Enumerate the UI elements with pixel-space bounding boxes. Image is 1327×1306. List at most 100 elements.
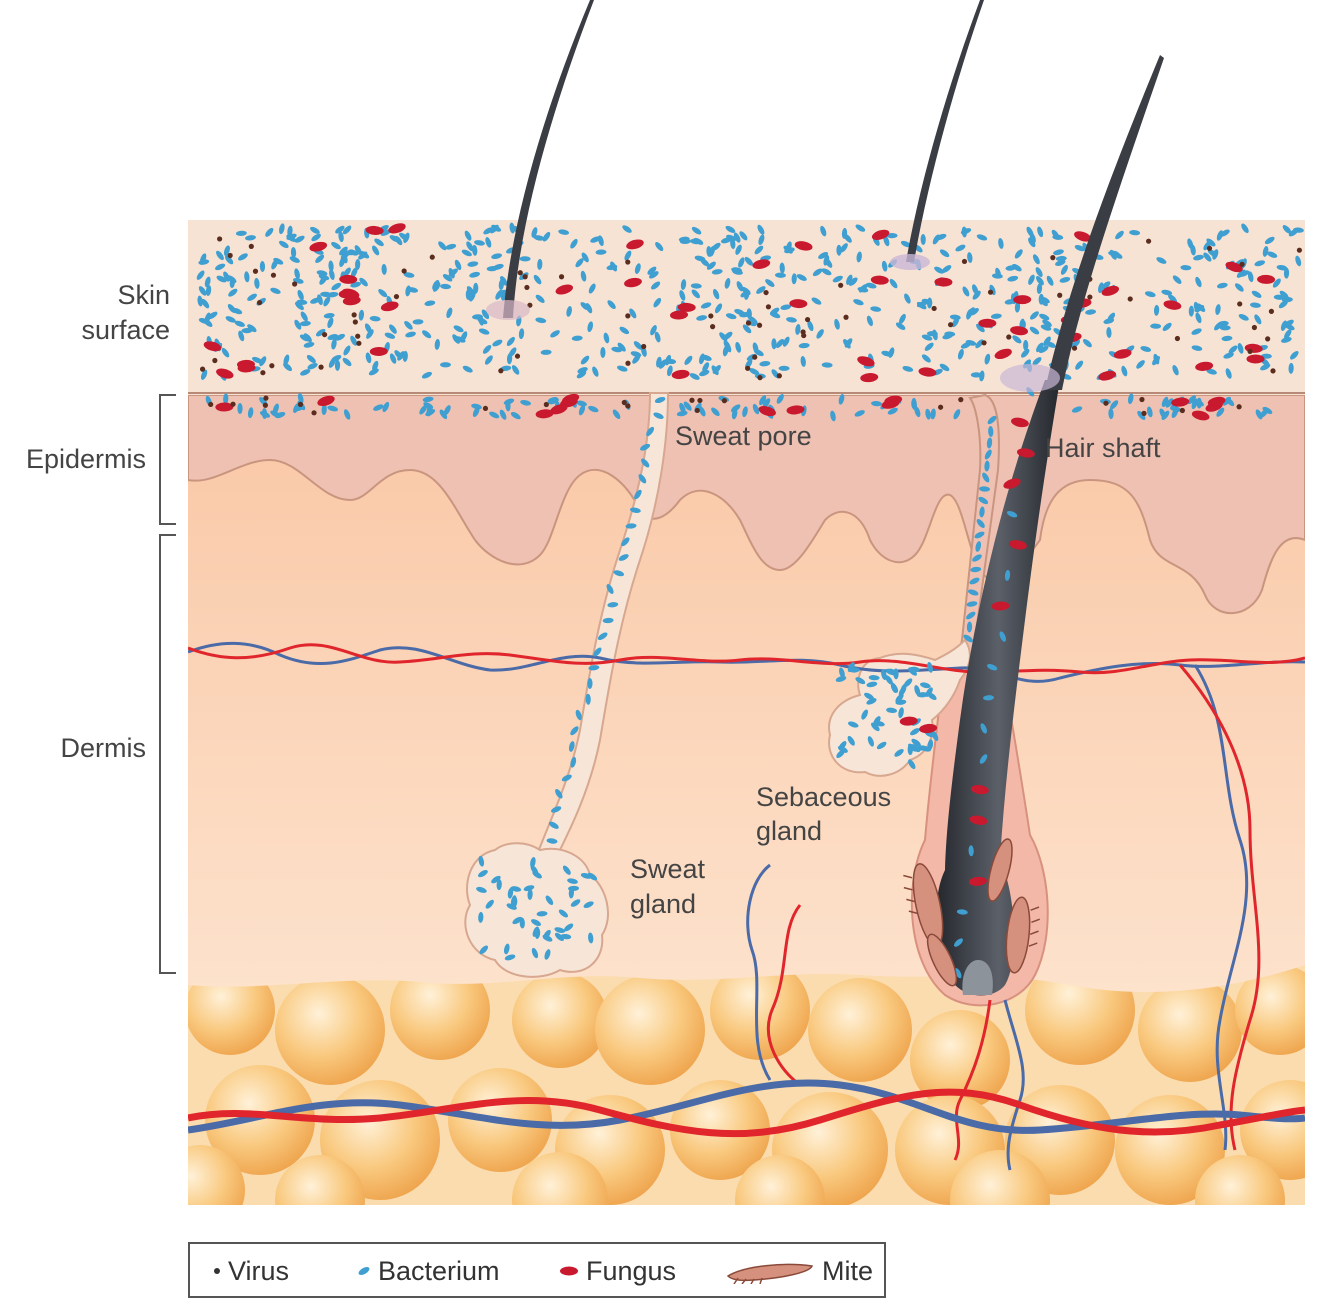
virus-particle [1141, 410, 1147, 416]
legend-item-bacterium: Bacterium [356, 1254, 500, 1288]
bacterium-particle [1262, 246, 1269, 257]
bacterium-particle [592, 366, 599, 377]
fungus-particle [1013, 295, 1032, 305]
bacterium-particle [866, 315, 873, 327]
bacterium-particle [885, 675, 893, 685]
virus-particle [543, 401, 549, 408]
bacterium-particle [283, 362, 293, 372]
bacterium-particle [453, 325, 464, 333]
virus-particle [262, 402, 268, 408]
fungus-particle [884, 395, 903, 406]
bacterium-particle [966, 611, 976, 620]
bacterium-particle [1238, 314, 1249, 321]
bacterium-particle [466, 286, 475, 296]
bacterium-particle [1129, 230, 1141, 236]
fungus-particle [918, 367, 937, 377]
virus-particle [756, 322, 763, 328]
bacterium-particle [531, 919, 542, 927]
bacterium-particle [259, 356, 267, 367]
virus-particle [1071, 345, 1078, 351]
bacterium-particle [570, 238, 578, 249]
bacterium-particle [297, 289, 304, 301]
bacterium-particle [1288, 228, 1299, 237]
bacterium-particle [986, 664, 998, 671]
bacterium-particle [932, 234, 940, 245]
dermal-papilla [962, 960, 993, 995]
bacterium-particle [545, 895, 554, 905]
bacterium-particle [200, 369, 208, 380]
bacterium-particle [758, 234, 765, 246]
fungus-particle [1163, 300, 1182, 310]
virus-particle [1251, 324, 1258, 331]
bacterium-particle [327, 334, 339, 340]
bacterium-particle [1222, 396, 1232, 406]
bacterium-particle [939, 249, 950, 258]
bacterium-particle [498, 279, 504, 291]
bacterium-particle [1152, 355, 1160, 366]
virus-particle [482, 405, 489, 412]
bacterium-particle [1193, 254, 1204, 261]
virus-particle [1239, 261, 1245, 267]
bacterium-particle [733, 232, 741, 243]
bacterium-particle [966, 621, 973, 633]
virus-particle [517, 270, 523, 276]
virus-particle [318, 364, 324, 370]
fungus-particle [1010, 326, 1029, 336]
bacterium-particle [771, 338, 777, 350]
bacterium-particle [587, 872, 598, 881]
bacterium-particle [403, 232, 410, 244]
virus-particle [1127, 296, 1133, 302]
bacterium-particle [1279, 290, 1289, 299]
bacterium-particle [329, 269, 335, 280]
bacterium-particle [934, 266, 944, 274]
fat-cell [275, 975, 385, 1085]
virus-particle [763, 289, 769, 296]
deep-vein [188, 1079, 1305, 1134]
bacterium-particle [861, 709, 869, 720]
bacterium-particle [1029, 311, 1039, 320]
bacterium-particle [485, 237, 492, 248]
bacterium-particle [1115, 230, 1124, 240]
bacterium-particle [921, 334, 933, 341]
fungus-particle [309, 241, 328, 252]
sweat-gland-label-line1: Sweat [630, 854, 706, 884]
fungus-particle [670, 310, 689, 320]
bacterium-particle [600, 347, 606, 359]
bacterium-particle [570, 899, 581, 907]
bacterium-particle [509, 222, 515, 234]
bacterium-particle [735, 342, 742, 353]
bacterium-particle [421, 371, 432, 379]
bacterium-particle [204, 276, 211, 288]
bacterium-particle [1032, 254, 1040, 265]
bacterium-particle [641, 458, 650, 468]
virus-particle [401, 268, 407, 274]
bacterium-particle [881, 260, 888, 272]
bacterium-particle [795, 323, 801, 335]
bacterium-particle [1251, 290, 1262, 298]
bacterium-particle [389, 324, 397, 334]
bacterium-particle [706, 261, 716, 270]
tissue-block [188, 220, 1305, 1205]
fungus-particle [1246, 354, 1265, 364]
bacterium-particle [910, 728, 920, 736]
bacterium-particle [754, 245, 764, 255]
fungus-particle [968, 876, 987, 886]
bacterium-particle [791, 273, 797, 285]
bacterium-particle [511, 365, 520, 375]
bacterium-particle [840, 243, 848, 253]
bacterium-particle [542, 231, 551, 242]
bacterium-particle [1219, 325, 1231, 331]
bacterium-particle [571, 335, 583, 341]
bacterium-particle [738, 257, 745, 268]
bacterium-particle [535, 317, 547, 324]
bacterium-particle [980, 723, 988, 734]
virus-particle [1247, 348, 1253, 355]
bacterium-particle [743, 289, 750, 300]
bacterium-particle [1059, 277, 1071, 283]
bacterium-particle [300, 369, 311, 376]
bacterium-particle [278, 240, 289, 249]
bacterium-particle [995, 267, 1001, 279]
fungus-particle [794, 241, 813, 251]
bacterium-particle [259, 261, 266, 273]
